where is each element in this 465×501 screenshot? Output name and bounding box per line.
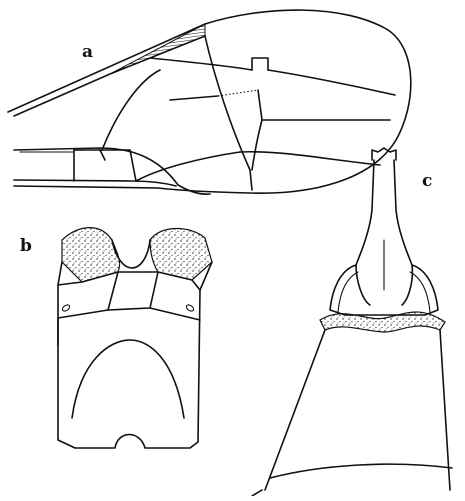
panel-label-a: a [82, 44, 93, 61]
panel-label-c: c [422, 173, 432, 190]
panel-label-b: b [20, 238, 32, 255]
wing-drawing [8, 10, 411, 194]
segment-b-drawing [58, 228, 212, 448]
petiole-c-drawing [252, 148, 452, 496]
